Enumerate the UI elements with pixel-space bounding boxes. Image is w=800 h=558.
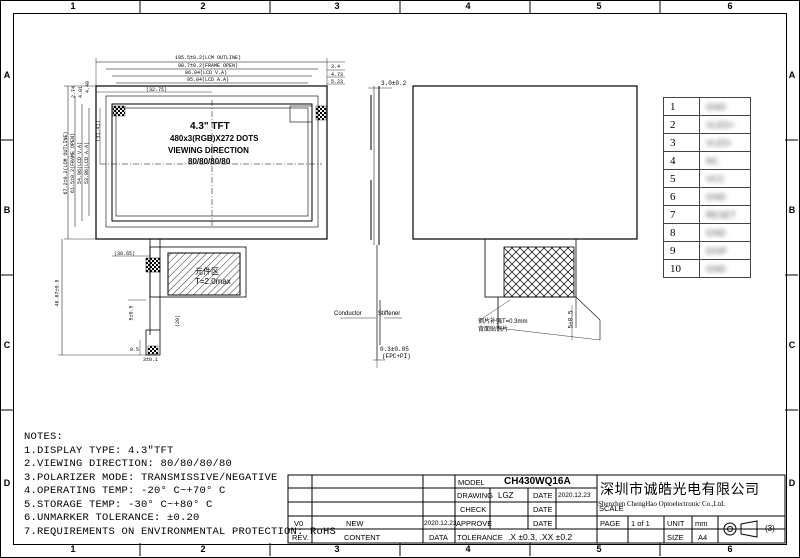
check-label: CHECK	[460, 505, 487, 514]
component-area-label: 元件区	[195, 267, 219, 276]
data-label: DATA	[429, 533, 448, 542]
zone-top-3: 3	[334, 1, 340, 11]
pin-number: 10	[663, 259, 700, 278]
component-height-label: T=2.0max	[195, 277, 231, 286]
size-label: SIZE	[667, 533, 684, 542]
dim-fpc-offset: (39.65)	[114, 251, 136, 257]
zone-left-c: C	[3, 340, 11, 350]
drawing-label: DRAWING	[457, 491, 493, 500]
front-resolution: 480x3(RGB)X272 DOTS	[170, 134, 259, 143]
tolerance-value: .X ±0.3, .XX ±0.2	[508, 532, 573, 542]
projection-label: (3)	[765, 524, 775, 533]
side-thickness: 3.0±0.2	[381, 80, 407, 87]
front-title: 4.3" TFT	[190, 121, 230, 132]
zone-top-2: 2	[200, 1, 206, 11]
zone-right-b: B	[788, 205, 796, 215]
zone-top-5: 5	[596, 1, 602, 11]
model-label: MODEL	[458, 478, 485, 487]
zone-left-a: A	[3, 70, 11, 80]
zone-right-a: A	[788, 70, 796, 80]
date-label-3: DATE	[533, 519, 553, 528]
company-name-cn: 深圳市诚皓光电有限公司	[600, 483, 760, 498]
tolerance-label: TOLERANCE	[457, 533, 503, 542]
front-viewing-value: 80/80/80/80	[188, 157, 231, 166]
dim-top-2: 96.04(LCD V.A)	[185, 70, 228, 76]
zone-bottom-6: 6	[727, 544, 733, 554]
page-value: 1 of 1	[631, 519, 650, 528]
back-note-line1: 钢片补强T=0.3mm	[478, 319, 528, 325]
dim-fpc-pitch: 0.5	[130, 347, 140, 353]
zone-bottom-1: 1	[70, 544, 76, 554]
page-label: PAGE	[600, 519, 621, 528]
note-2: 2.VIEWING DIRECTION: 80/80/80/80	[24, 458, 233, 470]
zone-left-b: B	[3, 205, 11, 215]
dim-top-right-0: 3.4	[331, 64, 341, 70]
note-6: 6.UNMARKER TOLERANCE: ±0.20	[24, 512, 200, 524]
dim-top-right-2: 5.23	[331, 79, 344, 85]
date-label-2: DATE	[533, 505, 553, 514]
dim-fpc-width: 3±0.1	[143, 357, 159, 363]
zone-right-c: C	[788, 340, 796, 350]
rev-label: REV.	[292, 533, 309, 542]
dim-top-0: 105.5±0.2(LCM OUTLINE)	[175, 55, 242, 61]
content-label: CONTENT	[344, 533, 381, 542]
scale-label: SCALE	[599, 504, 624, 513]
note-3: 3.POLARIZER MODE: TRANSMISSIVE/NEGATIVE	[24, 471, 278, 484]
dim-top-1: 98.7±0.2(FRAME OPEN)	[178, 63, 239, 69]
zone-bottom-2: 2	[200, 544, 206, 554]
unit-value: mm	[695, 519, 708, 528]
dim-top-3: 95.04(LCD A.A)	[187, 77, 230, 83]
rev-v0: V0	[294, 519, 304, 528]
pin-name: GND	[698, 259, 752, 278]
size-value: A4	[698, 533, 708, 542]
zone-left-d: D	[3, 478, 11, 488]
dim-top-right-1: 4.73	[331, 72, 344, 78]
note-1: 1.DISPLAY TYPE: 4.3"TFT	[24, 444, 174, 457]
model-value: CH430WQ16A	[504, 476, 571, 487]
notes-title: NOTES:	[24, 431, 64, 443]
zone-bottom-4: 4	[465, 544, 471, 554]
zone-bottom-5: 5	[596, 544, 602, 554]
fpc-thickness: 0.3±0.05	[380, 346, 409, 353]
date-label-1: DATE	[533, 491, 553, 500]
note-5: 5.STORAGE TEMP: -30° C~+80° C	[24, 498, 213, 511]
company-name-en: Shenzhen ChengHao Optoelectronic Co.,Ltd…	[598, 500, 726, 508]
zone-bottom-3: 3	[334, 544, 340, 554]
zone-top-1: 1	[70, 1, 76, 11]
rev-new: NEW	[346, 519, 364, 528]
approve-label: APPROVE	[456, 519, 493, 528]
front-viewing-label: VIEWING DIRECTION	[168, 146, 249, 155]
zone-top-6: 6	[727, 1, 733, 11]
conductor-label: Conductor	[334, 311, 362, 317]
rev-date: 2020.12.23	[424, 520, 457, 527]
date-value: 2020.12.23	[558, 492, 591, 499]
fpc-note: (FPC+PI)	[382, 353, 411, 360]
stiffener-label: Stiffener	[378, 311, 401, 317]
notes: NOTES: 1.DISPLAY TYPE: 4.3"TFT 2.VIEWING…	[24, 431, 336, 539]
note-4: 4.OPERATING TEMP: -20° C~+70° C	[24, 485, 226, 497]
dim-left-offset: (32.75)	[146, 87, 168, 93]
drawing-by: LGZ	[498, 491, 514, 500]
note-7: 7.REQUIREMENTS ON ENVIRONMENTAL PROTECTI…	[24, 525, 337, 538]
zone-right-d: D	[788, 478, 796, 488]
back-note-line2: 背面贴钢片	[478, 327, 509, 333]
unit-label: UNIT	[667, 519, 685, 528]
zone-top-4: 4	[465, 1, 471, 11]
